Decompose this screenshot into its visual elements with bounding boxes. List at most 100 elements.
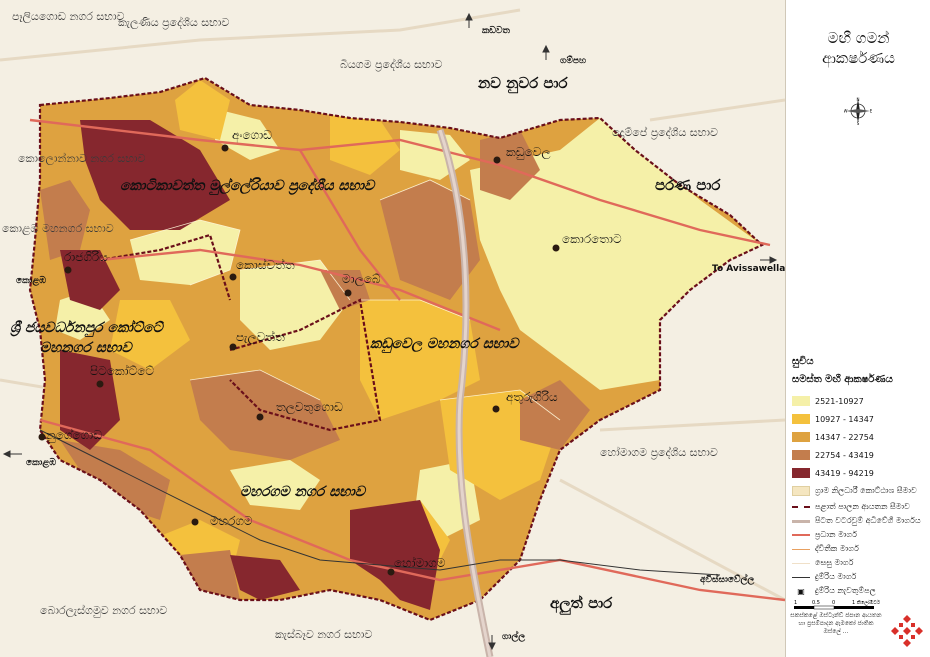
legend-class-label: 43419 - 94219 (815, 468, 874, 478)
local-authority-boundary (28, 76, 764, 622)
town-markers (38, 144, 560, 576)
legend-swatch (792, 506, 810, 508)
label-dompe: දොම්පේ ප්‍රදේශීය සභාව (612, 126, 718, 139)
road-label-avissawella-en: To Avissawella (712, 264, 785, 274)
railway (39, 429, 721, 576)
compass-w: W (844, 109, 848, 114)
legend-swatch (792, 562, 810, 564)
town-maharagama: මහරගම (210, 514, 253, 528)
scale-t2: 0 (832, 600, 835, 606)
station-icon: ▣ (797, 586, 805, 596)
map-title-line1: මඟී ගමන් (827, 29, 890, 47)
legend-class-1: 2521-10927 (792, 394, 864, 408)
map-graphics (0, 8, 785, 657)
legend-main-roads: ප්‍රධාන මාර්ග (792, 528, 857, 542)
label-biyagama: බියගම ප්‍රදේශීය සභාව (340, 58, 443, 71)
legend-railway: දුම්රිය මාර්ග (792, 570, 856, 584)
legend-gn-boundary: ග්‍රාම නිලධාරී කොට්ඨාශ සීමාව (792, 484, 917, 498)
town-angoda: අංගොඩ (232, 128, 273, 142)
legend-heading: සුචිය (792, 356, 814, 367)
town-rajagiriya: රාජගිරිය (64, 250, 108, 264)
legend-class-3: 14347 - 22754 (792, 430, 874, 444)
legend-class-4: 22754 - 43419 (792, 448, 874, 462)
legend-line-label: සෙසු මාර්ග (815, 558, 854, 567)
scale-t1: 0.5 (812, 600, 820, 606)
map-title-line2: ආකර්ෂණය (822, 49, 895, 67)
side-panel: මඟී ගමන් ආකර්ෂණය N S E W සුචිය සමස්ත මඟී… (785, 0, 930, 657)
legend-swatch (792, 486, 810, 496)
road-label-avissawella-si: අවිස්සාවේල්ල (700, 575, 755, 585)
label-boralesgamuwa: බොරලැස්ගමුව නගර සභාව (40, 604, 168, 617)
town-athurugiriya: අතුරුගිරිය (506, 390, 558, 404)
town-koratota: කොරතොට (562, 232, 622, 246)
legend-class-2: 10927 - 14347 (792, 412, 874, 426)
legend-class-label: 2521-10927 (815, 396, 864, 406)
legend-swatch (792, 468, 810, 478)
legend-line-label: පිටත වටරවුම් අධිවේගී මාර්ගය (815, 516, 921, 525)
label-homagama-ps: හෝමාගම ප්‍රදේශීය සභාව (600, 446, 718, 459)
compass-n: N (857, 97, 860, 102)
legend-swatch (792, 396, 810, 406)
road-label-east: පරණ පාර (655, 176, 721, 194)
town-koswatta: කොස්වත්ත (236, 258, 295, 272)
legend-la-boundary: පළාත් පාලන ආයතන සීමාව (792, 500, 910, 514)
label-kesbewa: කැස්බෑව නගර සභාව (275, 628, 373, 641)
town-pitakotte: පිටකෝට්ටේ (90, 364, 155, 378)
legend-class-5: 43419 - 94219 (792, 466, 874, 480)
region-jayawardenapura-2: මහනගර සභාව (40, 340, 132, 356)
town-kaduwela: කඩුවෙල (506, 145, 551, 159)
compass-e: E (870, 109, 872, 114)
road-label-north: නව නුවර පාර (478, 74, 568, 92)
region-kotikawatta: කොටිකාවත්ත මුල්ලේරියාව ප්‍රදේශීය සභාව (120, 178, 375, 194)
town-nugegoda: නුගේගොඩ (46, 428, 103, 442)
label-kelaniya: කැලණිය ප්‍රදේශීය සභාව (118, 16, 230, 29)
legend-line-label: ද්විතීක මාර්ග (815, 544, 859, 553)
scale-t0: 1 (794, 600, 797, 606)
background-roads (0, 8, 785, 602)
road-label-galle: ගාල්ල (502, 632, 526, 642)
legend-other-roads: සෙසු මාර්ග (792, 556, 853, 570)
legend-line-label: දුම්රිය නැවතුම්පල (815, 586, 876, 595)
road-label-colombo: කොළඹ (16, 276, 46, 286)
legend-swatch (792, 414, 810, 424)
legend-swatch (792, 432, 810, 442)
legend-class-label: 22754 - 43419 (815, 450, 874, 460)
legend-subheading: සමස්ත මඟී ආකර්ෂණය (792, 374, 893, 385)
legend-station: ▣ දුම්රිය නැවතුම්පල (792, 584, 876, 598)
town-pelawatta: පැලවත්ත (236, 330, 285, 344)
scale-t3: 1 කිලෝමීටර් (852, 599, 880, 606)
label-colombo-mc: කොළඹ මහනගර සභාව (2, 222, 114, 235)
legend-class-label: 14347 - 22754 (815, 432, 874, 442)
compass-icon: N S E W (844, 97, 872, 125)
legend-expressway: පිටත වටරවුම් අධිවේගී මාර්ගය (792, 514, 921, 528)
town-homagama: හෝමාගම (394, 556, 446, 570)
logo-icon (891, 615, 923, 647)
compass-s: S (857, 121, 860, 125)
legend-swatch (792, 576, 810, 578)
legend-line-label: ග්‍රාම නිලධාරී කොට්ඨාශ සීමාව (815, 486, 917, 495)
map-canvas[interactable]: පෑලියගොඩ නගර සභාව කැලණිය ප්‍රදේශීය සභාව … (0, 0, 785, 657)
label-kolonnawa: කොලොන්නාව නගර සභාව (18, 152, 146, 165)
legend-class-label: 10927 - 14347 (815, 414, 874, 424)
direction-arrows (2, 12, 778, 651)
road-label-south: අලුත් පාර (550, 594, 613, 612)
legend-line-label: පළාත් පාලන ආයතන සීමාව (815, 502, 910, 511)
legend-line-label: දුම්රිය මාර්ග (815, 572, 857, 581)
region-maharagama: මහරගම නගර සභාව (240, 484, 365, 500)
town-malabe: මාලබේ (342, 272, 381, 286)
legend-swatch (792, 519, 810, 523)
legend-swatch (792, 548, 810, 550)
road-label-kadawatha: කඩවත (482, 26, 510, 36)
town-thalawathugoda: තලවතුගොඩ (276, 400, 343, 414)
road-label-colombo-2: කොළඹ (26, 458, 56, 468)
map-title: මඟී ගමන් ආකර්ෂණය (786, 28, 930, 68)
legend-swatch (792, 534, 810, 536)
road-label-gampaha: ගම්පහ (560, 56, 587, 66)
legend-secondary-roads: ද්විතීක මාර්ග (792, 542, 859, 556)
legend-swatch (792, 450, 810, 460)
credit-text: සකස්කළේ ඔස්ටෑන්ඩ් ජපාන ආයතන හා ප්‍රසම්පා… (790, 612, 882, 635)
label-peliyagoda: පෑලියගොඩ නගර සභාව (12, 10, 125, 23)
legend-line-label: ප්‍රධාන මාර්ග (815, 530, 857, 539)
region-kaduwela: කඩුවෙල මහනගර සභාව (370, 336, 519, 352)
scale-bar: 1 0.5 0 1 කිලෝමීටර් (794, 599, 880, 610)
